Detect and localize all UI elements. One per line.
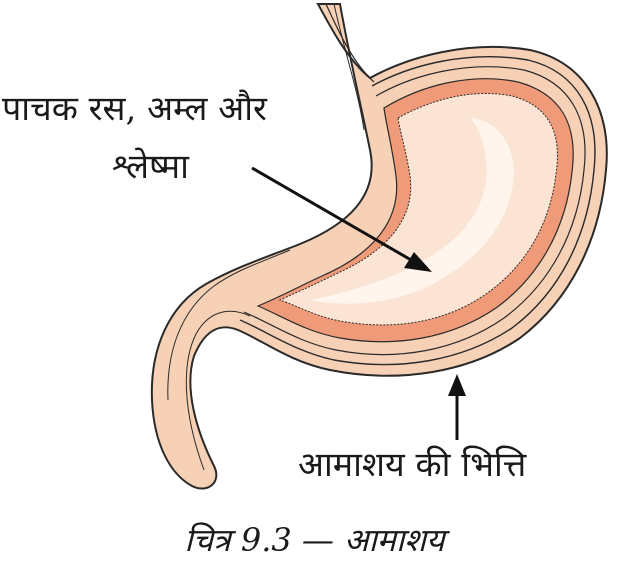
duodenum-line-1 — [185, 310, 251, 471]
juices-arrow-head — [404, 252, 432, 272]
esophagus-line-1 — [325, 3, 375, 83]
stomach-layer-line-2 — [243, 66, 586, 356]
esophagus-line-2 — [333, 3, 365, 131]
label-stomach-wall: आमाशय की भित्ति — [298, 445, 527, 485]
wall-arrow-head — [448, 374, 466, 396]
juices-arrow-shaft — [251, 166, 419, 266]
figure-caption: चित्र 9.3 — आमाशय — [184, 521, 445, 559]
stomach-lumen-highlight — [310, 118, 514, 304]
label-digestive-juices-line2: श्लेष्मा — [112, 147, 189, 187]
stomach-layer-line-1 — [239, 56, 596, 366]
label-digestive-juices-line1: पाचक रस, अम्ल और — [2, 89, 267, 129]
duodenum-line-2 — [167, 249, 291, 401]
